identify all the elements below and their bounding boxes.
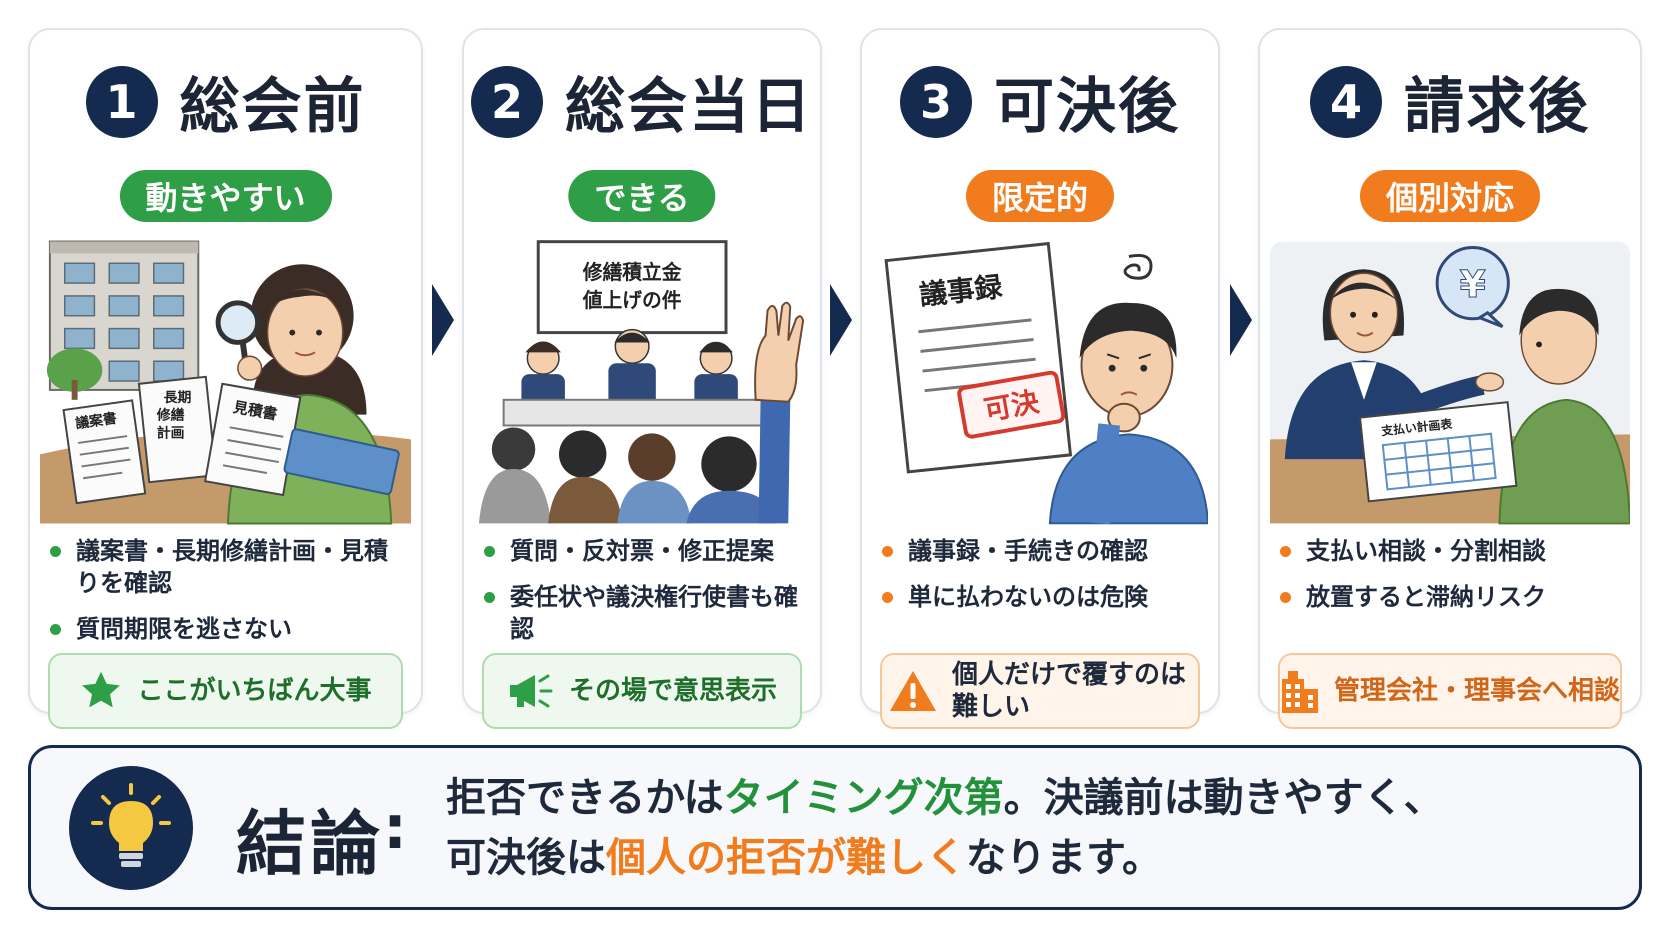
minutes-document: 議事録 可決 <box>884 241 1073 474</box>
step-card-1: 1 総会前 動きやすい <box>28 28 423 729</box>
step-card-4: 4 請求後 個別対応 ¥ <box>1258 28 1642 729</box>
callout-box: 管理会社・理事会へ相談 <box>1278 653 1622 729</box>
raised-hand <box>754 301 805 524</box>
bullet-list: 質問・反対票・修正提案 委任状や議決権行使書も確認 <box>482 535 810 659</box>
step-number: 3 <box>900 65 972 138</box>
illustration-after-approval: 議事録 可決 <box>872 240 1208 525</box>
status-badge: 動きやすい <box>119 170 332 222</box>
highlight-difficult: 個人の拒否が難しく <box>606 835 966 881</box>
list-item: 委任状や議決権行使書も確認 <box>482 581 810 645</box>
step-header: 2 総会当日 <box>464 58 820 145</box>
illustration-before-meeting: 議案書 長期 修繕 計画 見積書 <box>40 240 411 525</box>
step-title: 総会当日 <box>565 72 813 142</box>
conclusion-colon: : <box>383 793 407 863</box>
step-card-2: 2 総会当日 できる 修繕積立金 値上げの件 <box>462 28 822 729</box>
step-header: 4 請求後 <box>1260 58 1640 145</box>
status-badge: 限定的 <box>965 170 1115 222</box>
callout-box: 個人だけで覆すのは難しい <box>880 653 1200 729</box>
list-item: 議案書・長期修繕計画・見積りを確認 <box>48 535 411 599</box>
yen-speech-bubble: ¥ <box>1435 246 1510 329</box>
chevron-right-icon <box>830 284 852 356</box>
lightbulb-icon <box>69 766 193 890</box>
yen-icon: ¥ <box>1460 262 1486 306</box>
step-header: 1 総会前 <box>30 58 421 145</box>
meeting-hall-illustration: 修繕積立金 値上げの件 <box>478 240 805 524</box>
callout-text: 管理会社・理事会へ相談 <box>1334 676 1621 706</box>
callout-text: 個人だけで覆すのは難しい <box>952 660 1187 722</box>
illustration-meeting-day: 修繕積立金 値上げの件 <box>474 240 810 525</box>
bullet-list: 支払い相談・分割相談 放置すると滞納リスク <box>1278 535 1630 627</box>
bullet-list: 議事録・手続きの確認 単に払わないのは危険 <box>880 535 1208 627</box>
conclusion-text: 拒否できるかはタイミング次第。決議前は動きやすく、 可決後は個人の拒否が難しくな… <box>446 768 1444 888</box>
step-number: 4 <box>1310 65 1382 138</box>
warning-icon <box>888 669 938 713</box>
panel-members <box>521 328 738 414</box>
doc-label-repair: 修繕 <box>156 407 185 424</box>
status-badge: 個別対応 <box>1359 170 1541 222</box>
callout-box: その場で意思表示 <box>482 653 802 729</box>
worried-person-minutes-illustration: 議事録 可決 <box>884 241 1208 525</box>
step-title: 可決後 <box>994 72 1180 142</box>
chevron-right-icon <box>432 284 454 356</box>
audience <box>478 427 776 524</box>
callout-box: ここがいちばん大事 <box>48 653 403 729</box>
board-title-line2: 値上げの件 <box>582 289 682 312</box>
list-item: 質問期限を逃さない <box>48 613 411 645</box>
list-item: 単に払わないのは危険 <box>880 581 1208 613</box>
step-number: 1 <box>85 65 158 138</box>
payment-plan-sheet: 支払い計画表 <box>1358 401 1518 503</box>
worried-man-figure <box>1048 302 1208 525</box>
doc-label-plan: 計画 <box>157 424 185 441</box>
star-icon <box>79 669 123 713</box>
tree-icon <box>46 348 103 400</box>
conclusion-line-2: 可決後は個人の拒否が難しくなります。 <box>446 835 1162 881</box>
callout-text: その場で意思表示 <box>568 676 777 706</box>
doc-label-long: 長期 <box>164 390 192 406</box>
conclusion-label: 結論 <box>236 803 384 885</box>
step-number: 2 <box>471 65 543 138</box>
building-icon <box>1280 669 1320 713</box>
magnifier-icon <box>215 300 263 381</box>
conclusion-box: 結論 : 拒否できるかはタイミング次第。決議前は動きやすく、 可決後は個人の拒否… <box>28 745 1642 910</box>
bullet-list: 議案書・長期修繕計画・見積りを確認 質問期限を逃さない <box>48 535 411 659</box>
list-item: 支払い相談・分割相談 <box>1278 535 1630 567</box>
step-card-3: 3 可決後 限定的 議事録 可決 <box>860 28 1220 729</box>
step-header: 3 可決後 <box>862 58 1218 145</box>
consultation-illustration: ¥ 支払い計画表 <box>1270 241 1630 525</box>
megaphone-icon <box>507 671 555 711</box>
man-client-figure <box>1498 288 1630 525</box>
step-title: 総会前 <box>179 72 366 142</box>
callout-text: ここがいちばん大事 <box>137 676 372 706</box>
illustration-after-billing: ¥ 支払い計画表 <box>1270 240 1630 525</box>
highlight-timing: タイミング次第 <box>723 775 1004 821</box>
building-icon <box>48 240 200 391</box>
list-item: 質問・反対票・修正提案 <box>482 535 810 567</box>
person-reviewing-documents-illustration: 議案書 長期 修繕 計画 見積書 <box>40 240 411 525</box>
status-badge: できる <box>568 170 716 222</box>
documents-stack: 議案書 長期 修繕 計画 見積書 <box>62 375 400 505</box>
board-title-line1: 修繕積立金 <box>582 261 682 284</box>
doc-label-agenda: 議案書 <box>74 410 118 433</box>
list-item: 議事録・手続きの確認 <box>880 535 1208 567</box>
chevron-right-icon <box>1230 284 1252 356</box>
conclusion-line-1: 拒否できるかはタイミング次第。決議前は動きやすく、 <box>446 775 1444 821</box>
step-title: 請求後 <box>1404 72 1590 142</box>
list-item: 放置すると滞納リスク <box>1278 581 1630 613</box>
confused-swirl-icon <box>1123 253 1153 280</box>
